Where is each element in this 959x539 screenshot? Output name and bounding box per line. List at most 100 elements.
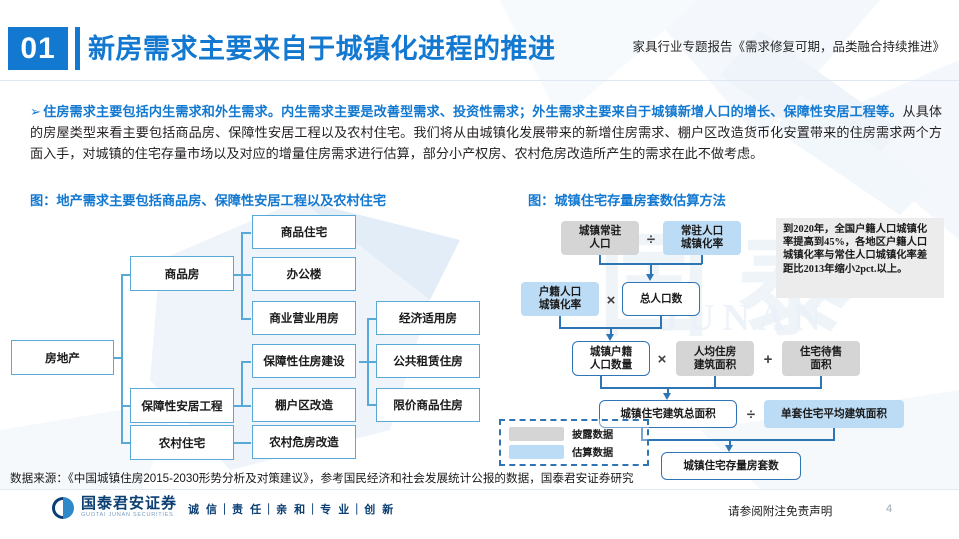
flow-node-label: 单套住宅平均建筑面积 xyxy=(781,408,887,420)
flow-node-urban-hukou-pop[interactable]: 城镇户籍 人口数量 xyxy=(572,341,650,376)
tree-node-l3-0[interactable]: 商品住宅 xyxy=(252,215,356,249)
company-logo: 国泰君安证券 GUOTAI JUNAN SECURITIES xyxy=(52,496,177,519)
tree-node-label: 商业营业用房 xyxy=(269,312,339,325)
flow-connector xyxy=(729,439,731,447)
footer-band xyxy=(0,489,959,539)
tree-connector xyxy=(367,318,377,320)
tree-connector xyxy=(121,274,123,444)
legend-swatch xyxy=(509,426,564,441)
flow-connector xyxy=(650,263,652,276)
tree-connector xyxy=(367,404,377,406)
flow-connector xyxy=(610,327,612,336)
logo-mark-icon xyxy=(52,496,74,519)
tree-node-label: 农村住宅 xyxy=(158,436,206,450)
flow-node-label: 住宅待售 面积 xyxy=(799,346,843,371)
flow-connector xyxy=(660,316,662,328)
legend-swatch xyxy=(509,444,564,459)
flow-arrow-down xyxy=(646,274,654,281)
flow-node-resident-urbanization-rate[interactable]: 常驻人口 城镇化率 xyxy=(663,221,741,255)
figure-caption-right: 图：城镇住宅存量房套数估算方法 xyxy=(528,193,726,208)
logo-name-en: GUOTAI JUNAN SECURITIES xyxy=(81,512,174,518)
operator-glyph: + xyxy=(763,350,773,368)
tree-connector xyxy=(121,274,131,276)
operator-glyph: ÷ xyxy=(746,405,756,423)
flow-node-label: 户籍人口 城镇化率 xyxy=(538,287,582,311)
body-paragraph: ➢住房需求主要包括内生需求和外生需求。内生需求主要是改善型需求、投资性需求；外生… xyxy=(30,101,942,165)
footer-divider xyxy=(0,489,959,490)
section-number-badge: 01 xyxy=(8,27,68,70)
tree-node-label: 农村危房改造 xyxy=(269,436,339,449)
operator-glyph: × xyxy=(657,350,667,368)
flow-node-label: 常驻人口 城镇化率 xyxy=(680,226,724,250)
tree-node-l2-2[interactable]: 农村住宅 xyxy=(130,425,234,460)
tree-node-l3-4[interactable]: 棚户区改造 xyxy=(252,388,356,422)
tree-connector xyxy=(241,442,251,444)
legend-item-estimated: 估算数据 xyxy=(509,444,639,459)
tree-node-l3-3[interactable]: 保障性住房建设 xyxy=(252,344,356,378)
tree-node-label: 公共租赁住房 xyxy=(393,355,463,368)
company-slogan: 诚 信｜责 任｜亲 和｜专 业｜创 新 xyxy=(188,504,396,516)
tree-node-l2-0[interactable]: 商品房 xyxy=(130,256,234,291)
tree-connector xyxy=(121,442,131,444)
flow-operator-plus-1: + xyxy=(759,350,777,368)
flow-node-total-population[interactable]: 总人口数 xyxy=(622,282,700,316)
tree-node-l4-0[interactable]: 经济适用房 xyxy=(376,301,480,335)
tree-connector xyxy=(241,405,251,407)
disclaimer-note: 请参阅附注免责声明 xyxy=(728,505,833,518)
tree-node-label: 保障性安居工程 xyxy=(141,399,223,413)
flow-operator-multiply-2: × xyxy=(653,350,671,368)
flow-node-label: 城镇住宅建筑总面积 xyxy=(620,408,716,420)
tree-connector xyxy=(367,361,377,363)
flow-node-urban-total-floor-area[interactable]: 城镇住宅建筑总面积 xyxy=(599,400,737,428)
tree-node-l3-2[interactable]: 商业营业用房 xyxy=(252,301,356,335)
flow-connector xyxy=(833,428,835,440)
tree-node-l4-1[interactable]: 公共租赁住房 xyxy=(376,344,480,378)
flow-connector xyxy=(600,387,822,389)
tree-node-label: 保障性住房建设 xyxy=(263,355,345,368)
tree-node-l3-1[interactable]: 办公楼 xyxy=(252,257,356,291)
tree-node-l4-2[interactable]: 限价商品住房 xyxy=(376,388,480,422)
tree-connector xyxy=(121,405,131,407)
tree-node-root[interactable]: 房地产 xyxy=(11,340,114,375)
flow-connector xyxy=(600,376,602,388)
tree-connector xyxy=(241,232,251,234)
flow-connector xyxy=(641,439,835,441)
tree-connector xyxy=(241,318,251,320)
flow-node-hukou-urbanization-rate[interactable]: 户籍人口 城镇化率 xyxy=(521,282,599,316)
flow-node-urban-housing-stock-units[interactable]: 城镇住宅存量房套数 xyxy=(661,452,801,480)
flow-node-unsold-area[interactable]: 住宅待售 面积 xyxy=(782,341,860,376)
tree-node-l2-1[interactable]: 保障性安居工程 xyxy=(130,388,234,423)
tree-connector xyxy=(241,274,251,276)
bullet-icon: ➢ xyxy=(30,104,41,119)
flow-node-label: 城镇住宅存量房套数 xyxy=(683,460,779,472)
flow-operator-multiply-1: × xyxy=(602,291,620,309)
flow-node-avg-unit-area[interactable]: 单套住宅平均建筑面积 xyxy=(764,400,904,428)
flow-connector xyxy=(641,428,643,440)
legend-item-disclosed: 披露数据 xyxy=(509,426,639,441)
flow-arrow-down xyxy=(663,393,671,400)
flow-note-text: 到2020年，全国户籍人口城镇化率提高到45%，各地区户籍人口城镇化率与常住人口… xyxy=(783,224,928,275)
flow-arrow-down xyxy=(725,445,733,452)
data-source: 数据来源：《中国城镇住房2015-2030形势分析及对策建议》，参考国民经济和社… xyxy=(10,472,634,485)
tree-node-label: 经济适用房 xyxy=(399,312,457,325)
flow-node-label: 人均住房 建筑面积 xyxy=(693,346,737,371)
tree-node-label: 棚户区改造 xyxy=(275,399,333,412)
tree-connector xyxy=(113,357,123,359)
flow-legend: 披露数据 估算数据 xyxy=(499,419,649,466)
tree-node-label: 房地产 xyxy=(45,351,80,365)
flow-operator-divide-2: ÷ xyxy=(742,405,760,423)
flow-connector xyxy=(559,316,561,328)
tree-connector xyxy=(233,442,243,444)
flow-arrow-down xyxy=(606,334,614,341)
tree-node-label: 限价商品住房 xyxy=(393,399,463,412)
flow-node-urban-resident-pop[interactable]: 城镇常驻 人口 xyxy=(561,221,639,255)
tree-connector xyxy=(233,405,243,407)
tree-connector xyxy=(359,361,369,363)
tree-node-l3-5[interactable]: 农村危房改造 xyxy=(252,425,356,459)
tree-connector xyxy=(233,274,243,276)
flow-node-per-capita-area[interactable]: 人均住房 建筑面积 xyxy=(676,341,754,376)
flow-connector xyxy=(667,387,669,395)
tree-connector xyxy=(241,361,251,363)
flow-note-box: 到2020年，全国户籍人口城镇化率提高到45%，各地区户籍人口城镇化率与常住人口… xyxy=(776,218,944,298)
